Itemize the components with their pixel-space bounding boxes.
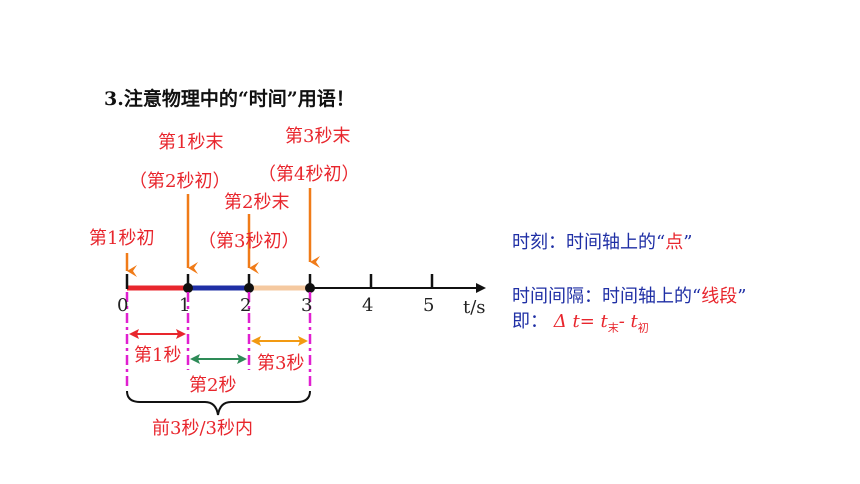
- axis-unit-label: t/s: [463, 297, 486, 318]
- definition-interval-suffix: ”: [737, 286, 747, 307]
- definition-moment-prefix: 时刻：时间轴上的“: [512, 232, 666, 253]
- slide-title: 3.注意物理中的“时间”用语！: [104, 88, 355, 110]
- definition-interval: 时间间隔：时间轴上的“线段”: [512, 288, 746, 306]
- tick-label-2: 2: [240, 295, 252, 316]
- definition-formula: 即： Δ t= t末- t初: [512, 313, 649, 334]
- formula-minus: - t: [618, 311, 638, 332]
- label-second-second-start: （第2秒初）: [129, 171, 231, 192]
- label-first-second-start: 第1秒初: [89, 228, 155, 249]
- label-third-second-start: （第3秒初）: [198, 231, 300, 252]
- label-first-second-end: 第1秒末: [158, 132, 224, 153]
- tick-label-4: 4: [362, 295, 374, 316]
- tick-label-5: 5: [423, 295, 435, 316]
- brace-first-three: [126, 390, 311, 416]
- tick-label-3: 3: [301, 295, 313, 316]
- label-second-second-end: 第2秒末: [224, 192, 290, 213]
- label-interval-third: 第3秒: [257, 353, 305, 374]
- point-1: [183, 283, 193, 293]
- formula-main: Δ t= t: [553, 311, 608, 332]
- formula-sub-start: 初: [637, 321, 649, 335]
- interval-arrow-first: [129, 329, 186, 339]
- formula-label: 即：: [512, 311, 548, 332]
- point-2: [244, 283, 254, 293]
- label-interval-first: 第1秒: [134, 345, 182, 366]
- formula-sub-end: 末: [607, 321, 619, 335]
- interval-arrow-third: [251, 336, 308, 346]
- tick-label-0: 0: [117, 295, 129, 316]
- definition-moment-key: 点: [665, 232, 684, 253]
- label-fourth-second-start: （第4秒初）: [258, 164, 360, 185]
- point-3: [305, 283, 315, 293]
- interval-arrow-second: [190, 354, 247, 364]
- definition-interval-prefix: 时间间隔：时间轴上的“: [512, 286, 702, 307]
- tick-label-1: 1: [179, 295, 191, 316]
- label-interval-first-three: 前3秒/3秒内: [152, 418, 253, 439]
- definition-interval-key: 线段: [701, 286, 738, 307]
- definition-moment-suffix: ”: [683, 232, 693, 253]
- label-interval-second: 第2秒: [189, 375, 237, 396]
- definition-moment: 时刻：时间轴上的“点”: [512, 234, 692, 252]
- label-third-second-end: 第3秒末: [285, 126, 351, 147]
